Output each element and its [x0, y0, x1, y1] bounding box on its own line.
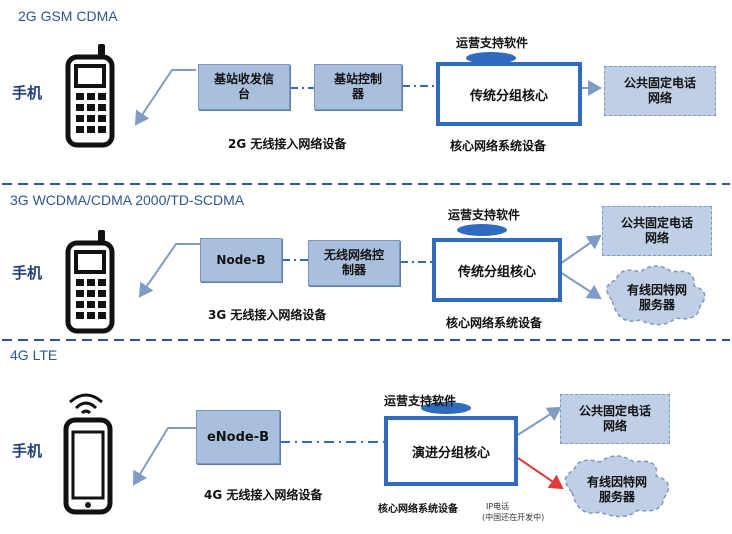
ops-software-label: 运营支持软件 [448, 208, 521, 222]
feature-phone-icon [65, 44, 115, 148]
section-title-4g: 4G LTE [10, 347, 58, 363]
phone-label: 手机 [12, 264, 43, 282]
radio-network-controller: 无线网络控制器 [308, 240, 400, 286]
link-arrow [515, 406, 562, 437]
core-network-box: 传统分组核心 [432, 238, 562, 302]
ip-link-arrow [517, 457, 564, 490]
device-label: 基站控制器 [333, 72, 382, 101]
phone-label: 手机 [12, 442, 43, 460]
ip-phone-dev-note: (中国还在开发中) [482, 513, 545, 522]
cloud-label: 有线因特网服务器 [626, 283, 687, 312]
core-network-box: 传统分组核心 [436, 62, 582, 126]
radio-link-arrow [138, 243, 200, 298]
public-telephone-network: 公共固定电话网络 [604, 66, 716, 116]
link-arrow [559, 234, 602, 265]
core-label: 演进分组核心 [388, 420, 514, 482]
core-system-label: 核心网络系统设备 [450, 139, 547, 153]
public-telephone-network: 公共固定电话网络 [560, 394, 670, 444]
internet-server-cloud: 有线因特网服务器 [576, 472, 658, 508]
base-station-controller: 基站控制器 [314, 64, 402, 110]
pstn-label: 公共固定电话网络 [578, 404, 651, 433]
cloud-shape [606, 265, 706, 326]
database-icon [421, 402, 471, 414]
device-label: 基站收发信台 [214, 72, 275, 101]
ip-phone-note: IP电话 [486, 502, 510, 511]
section-title-3g: 3G WCDMA/CDMA 2000/TD-SCDMA [10, 192, 245, 208]
node-b: Node-B [200, 238, 282, 282]
access-network-label: 3G 无线接入网络设备 [208, 308, 327, 322]
ops-software-label: 运营支持软件 [384, 394, 457, 408]
cloud-label: 有线因特网服务器 [586, 475, 647, 504]
access-network-label: 4G 无线接入网络设备 [204, 488, 323, 502]
core-system-label: 核心网络系统设备 [378, 504, 458, 515]
ops-software-label: 运营支持软件 [456, 36, 529, 50]
access-network-label: 2G 无线接入网络设备 [228, 137, 347, 151]
database-icon [466, 52, 516, 64]
smartphone-icon [63, 393, 113, 515]
core-label: 传统分组核心 [440, 66, 578, 122]
base-transceiver-station: 基站收发信台 [198, 64, 290, 110]
enode-b: eNode-B [196, 410, 280, 464]
core-label: 传统分组核心 [436, 242, 558, 298]
core-network-box: 演进分组核心 [384, 416, 518, 486]
pstn-label: 公共固定电话网络 [623, 76, 696, 105]
feature-phone-icon [65, 230, 115, 334]
database-icon [457, 224, 507, 236]
core-system-label: 核心网络系统设备 [446, 316, 543, 330]
radio-link-arrow [132, 427, 196, 486]
cloud-shape [564, 455, 670, 518]
internet-server-cloud: 有线因特网服务器 [616, 280, 698, 316]
radio-link-arrow [134, 69, 196, 126]
public-telephone-network: 公共固定电话网络 [602, 206, 712, 256]
device-label: 无线网络控制器 [323, 248, 384, 277]
pstn-label: 公共固定电话网络 [620, 216, 693, 245]
phone-label: 手机 [12, 84, 43, 102]
link-arrow [559, 271, 602, 300]
section-title-2g: 2G GSM CDMA [18, 8, 118, 24]
